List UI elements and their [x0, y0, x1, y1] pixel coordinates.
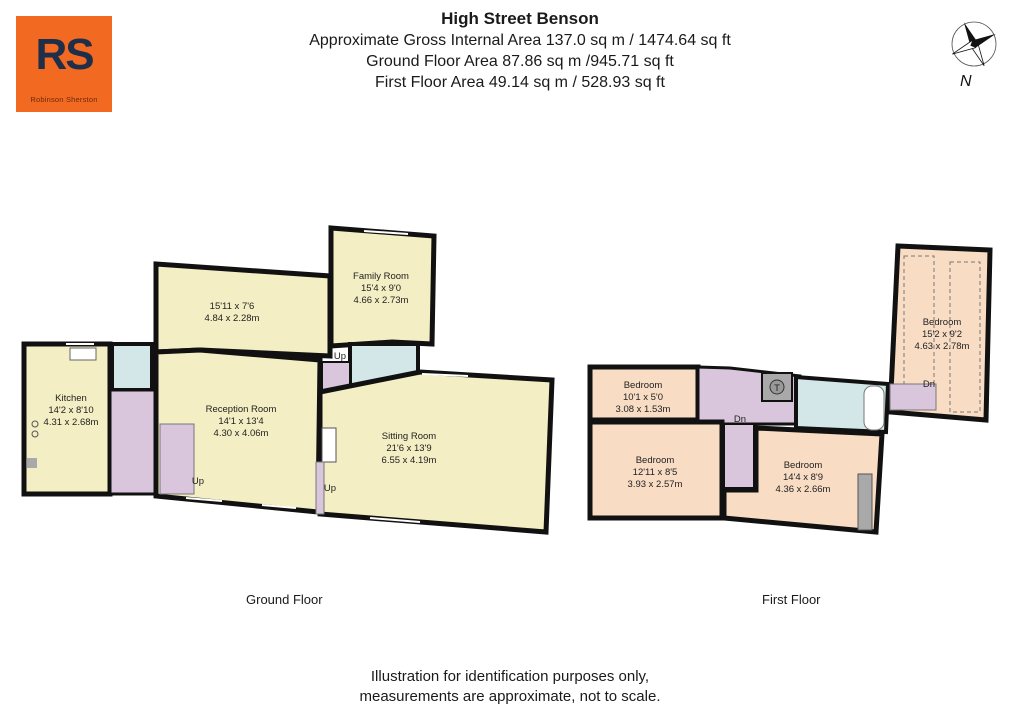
stairs-up-label: Up	[324, 483, 336, 494]
first-floor-label: First Floor	[762, 592, 821, 607]
room-imperial: 21'6 x 13'9	[386, 443, 431, 454]
disclaimer-line-2: measurements are approximate, not to sca…	[359, 688, 661, 705]
sitting-room	[317, 369, 555, 535]
room-name: Bedroom	[923, 317, 962, 328]
room-metric: 4.36 x 2.66m	[776, 484, 831, 495]
room-metric: 4.84 x 2.28m	[205, 313, 260, 324]
window-marker	[185, 497, 223, 502]
room-name: Bedroom	[636, 455, 675, 466]
hob-icon	[31, 420, 39, 428]
window-marker	[369, 517, 421, 523]
room-imperial: 12'11 x 8'5	[633, 467, 678, 478]
logo-company-name: Robinson Sherston	[30, 95, 98, 104]
entrance-hall	[108, 388, 158, 496]
property-title: High Street Benson	[441, 9, 599, 28]
tank-label: T	[774, 383, 780, 394]
gross-area: Approximate Gross Internal Area 137.0 sq…	[309, 32, 731, 49]
first-floor-plan: T Bedroom 10'1 x 5'0 3.08 x 1.53m Bedroo…	[587, 243, 993, 535]
stairs-down-label: Dn	[923, 379, 935, 390]
tank-cupboard	[761, 372, 793, 402]
stairs-down-label: Dn	[734, 414, 746, 425]
step-passage	[315, 461, 325, 515]
loft-stairs	[889, 383, 937, 411]
room-metric: 3.08 x 1.53m	[616, 404, 671, 415]
disclaimer-line-1: Illustration for identification purposes…	[370, 668, 650, 685]
window-marker	[363, 230, 409, 235]
room-metric: 4.66 x 2.73m	[354, 295, 409, 306]
room-metric: 4.30 x 4.06m	[214, 428, 269, 439]
room-name: Reception Room	[206, 404, 277, 415]
room-metric: 3.93 x 2.57m	[628, 479, 683, 490]
logo-monogram: RS	[35, 30, 94, 79]
eaves-line	[903, 255, 935, 407]
compass-rose-icon: N	[951, 21, 997, 90]
tank-icon	[769, 379, 785, 395]
stairs-up-label: Up	[334, 351, 346, 362]
window-marker	[261, 504, 297, 509]
wardrobe	[857, 473, 873, 531]
bath-icon	[863, 385, 885, 431]
ground-stairs	[159, 423, 195, 495]
window-marker	[421, 373, 469, 377]
bedroom-loft	[887, 243, 993, 423]
eaves-line	[949, 261, 981, 413]
header: High Street Benson Approximate Gross Int…	[200, 8, 840, 93]
room-metric: 4.63 x 2.78m	[915, 341, 970, 352]
first-floor-area: First Floor Area 49.14 sq m / 528.93 sq …	[375, 74, 665, 91]
first-stairs	[723, 423, 755, 489]
fireplace-icon	[321, 427, 337, 463]
room-name: Kitchen	[55, 393, 87, 404]
appliance-icon	[27, 458, 37, 468]
ground-floor-label: Ground Floor	[246, 592, 323, 607]
room-name: Family Room	[353, 271, 409, 282]
north-label: N	[960, 73, 972, 90]
kitchen-room	[21, 341, 113, 497]
room-imperial: 15'11 x 7'6	[210, 301, 255, 312]
company-logo: RS Robinson Sherston	[16, 16, 112, 112]
room-imperial: 14'4 x 8'9	[783, 472, 823, 483]
disclaimer: Illustration for identification purposes…	[300, 667, 720, 707]
ground-floor-area: Ground Floor Area 87.86 sq m /945.71 sq …	[366, 53, 674, 70]
room-name: Sitting Room	[382, 431, 436, 442]
ground-floor-plan: Kitchen 14'2 x 8'10 4.31 x 2.68m 15'11 x…	[21, 225, 555, 535]
room-imperial: 15'2 x 9'2	[922, 329, 962, 340]
room-metric: 6.55 x 4.19m	[382, 455, 437, 466]
bedroom-middle	[721, 425, 885, 535]
stairs-up-label: Up	[192, 476, 204, 487]
hob-icon	[31, 430, 39, 438]
room-imperial: 15'4 x 9'0	[361, 283, 401, 294]
sink-icon	[69, 347, 97, 361]
room-imperial: 14'2 x 8'10	[48, 405, 93, 416]
room-name: Bedroom	[624, 380, 663, 391]
room-name: Bedroom	[784, 460, 823, 471]
bedroom-left	[587, 419, 725, 521]
room-imperial: 10'1 x 5'0	[623, 392, 663, 403]
room-metric: 4.31 x 2.68m	[44, 417, 99, 428]
room-imperial: 14'1 x 13'4	[218, 416, 263, 427]
wc-room	[110, 342, 154, 392]
